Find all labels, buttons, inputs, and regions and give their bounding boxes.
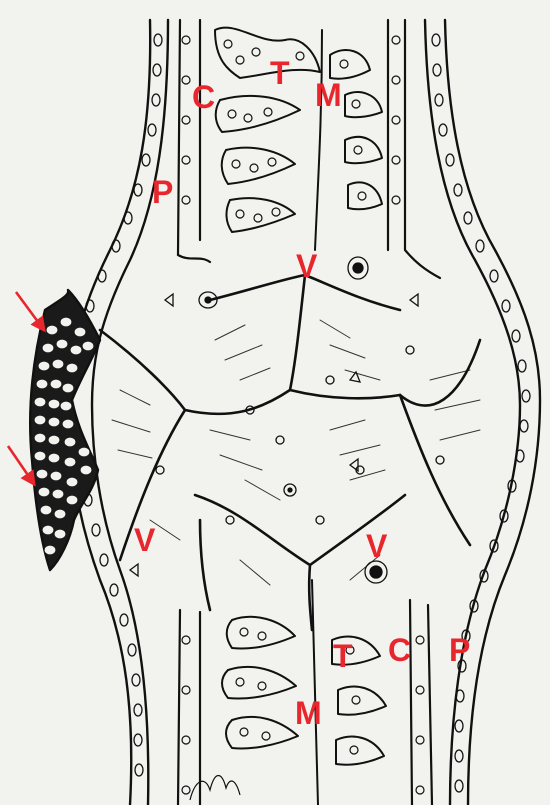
label-left-v: V [134,522,156,558]
label-bottom-m: M [295,695,322,731]
label-top-c: C [192,79,215,115]
label-bottom-p: P [449,632,470,668]
label-bottom-t: T [333,638,353,674]
label-top-t: T [270,55,290,91]
label-right-v: V [366,528,388,564]
label-top-p: P [152,174,173,210]
label-bottom-c: C [388,632,411,668]
label-top-v: V [296,248,318,284]
label-top-m: M [315,77,342,113]
